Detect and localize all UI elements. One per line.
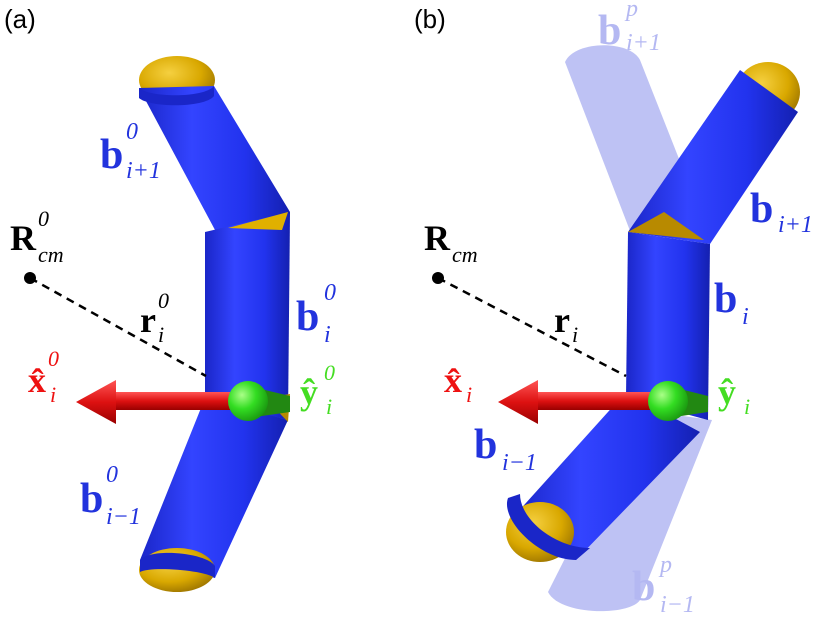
svg-text:i: i [326,394,332,419]
svg-text:x̂: x̂ [28,360,46,400]
label-b-prev-b: b i−1 [474,422,537,476]
svg-text:cm: cm [38,242,64,267]
y-axis-sphere [228,381,290,421]
svg-text:r: r [140,300,156,340]
r-vector-line-b [437,276,627,378]
svg-text:b: b [100,132,123,178]
x-axis-arrow [76,380,230,424]
svg-text:i−1: i−1 [106,504,141,530]
svg-text:i−1: i−1 [660,592,695,618]
panel-b-tag: (b) [414,4,446,34]
svg-text:ŷ: ŷ [718,372,736,412]
svg-text:i: i [324,322,331,348]
svg-text:0: 0 [158,288,169,313]
svg-text:p: p [624,0,638,22]
svg-text:0: 0 [38,206,49,231]
svg-text:ŷ: ŷ [300,372,318,412]
svg-text:i+1: i+1 [778,212,813,238]
label-b-prev: b 0 i−1 [80,462,141,530]
svg-text:i: i [742,304,749,330]
label-bp-next: b p i+1 [598,0,661,56]
label-y-i-b: ŷ i [718,372,750,419]
svg-text:b: b [474,422,497,468]
svg-text:i: i [158,322,164,347]
svg-text:0: 0 [126,119,138,145]
label-r-cm-b: R cm [424,218,478,267]
svg-text:0: 0 [48,346,59,371]
svg-text:b: b [714,276,737,322]
svg-text:r: r [554,300,570,340]
label-r-i: r 0 i [140,288,169,347]
svg-text:i: i [744,394,750,419]
bond-b-i-plus-1 [628,62,800,244]
svg-text:0: 0 [324,280,336,306]
svg-text:i+1: i+1 [626,30,661,56]
svg-text:p: p [658,552,672,578]
label-y-i: ŷ 0 i [300,360,335,419]
svg-text:i: i [572,322,578,347]
r-vector-line [29,276,207,378]
svg-text:b: b [296,294,319,340]
bond-i-minus-1 [139,394,290,592]
panel-b: (b) [414,0,813,618]
panel-a-tag: (a) [4,4,36,34]
panel-a: (a) [4,4,336,592]
svg-text:0: 0 [106,462,118,488]
label-b-cur-b: b i [714,276,749,330]
svg-text:b: b [750,186,773,232]
svg-text:i: i [466,382,472,407]
svg-text:0: 0 [324,360,335,385]
label-b-cur: b 0 i [296,280,336,348]
svg-text:i+1: i+1 [126,158,161,184]
center-of-mass-point [24,272,36,284]
svg-text:i: i [50,382,56,407]
bond-b-i-minus-1 [506,392,700,562]
bond-i-plus-1 [139,56,290,258]
svg-text:R: R [10,218,37,258]
label-b-next-b: b i+1 [750,186,813,238]
y-axis-sphere-b [648,381,708,421]
label-bp-prev: b p i−1 [632,552,695,618]
x-axis-arrow-b [498,380,650,424]
center-of-mass-point-b [432,272,444,284]
svg-text:i−1: i−1 [502,450,537,476]
bond-b-i [626,232,710,420]
bond-i [205,212,290,420]
svg-text:R: R [424,218,451,258]
svg-text:cm: cm [452,242,478,267]
label-r-i-b: r i [554,300,578,347]
label-r-cm: R 0 cm [10,206,64,267]
svg-text:x̂: x̂ [444,360,462,400]
svg-text:b: b [598,8,621,54]
svg-text:b: b [632,564,655,610]
svg-text:b: b [80,476,103,522]
label-b-next: b 0 i+1 [100,119,161,184]
label-x-i-b: x̂ i [444,360,472,407]
label-x-i: x̂ 0 i [28,346,59,407]
